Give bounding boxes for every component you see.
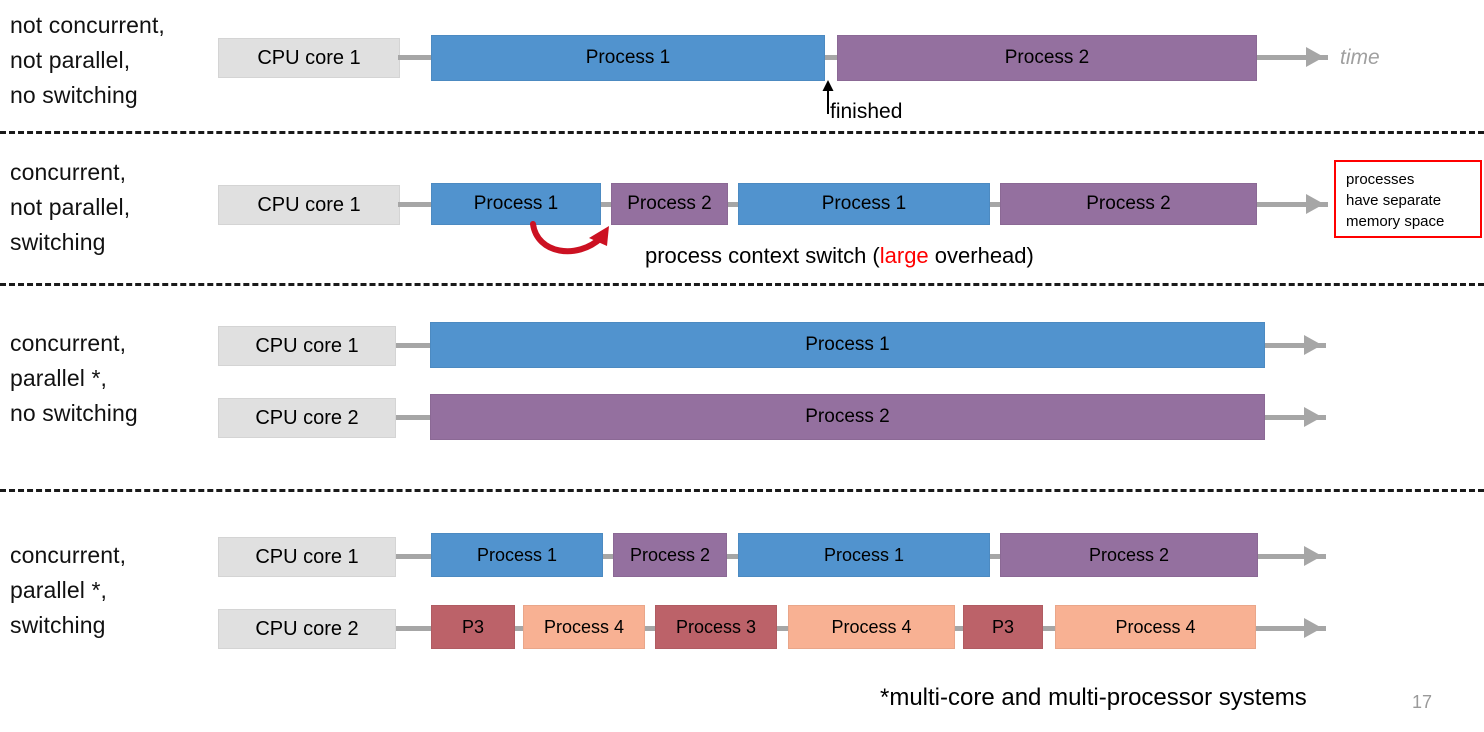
cpu-core-label: CPU core 1 — [255, 545, 359, 568]
process-block: Process 4 — [1055, 605, 1256, 649]
time-axis-label: time — [1340, 46, 1380, 69]
process-block: Process 1 — [431, 533, 603, 577]
process-block-label: Process 2 — [629, 544, 711, 565]
row-label-concurrent-parallel-no-switching: concurrent, parallel *, no switching — [10, 330, 138, 426]
process-block-label: Process 2 — [1086, 193, 1171, 214]
cpu-core-label: CPU core 1 — [257, 193, 361, 216]
process-block-label: Process 1 — [821, 193, 907, 214]
process-block: P3 — [431, 605, 515, 649]
process-block-label: Process 4 — [1115, 616, 1196, 637]
context-switch-suffix: overhead) — [928, 243, 1034, 268]
process-block: Process 2 — [611, 183, 728, 225]
row-label-not-concurrent: not concurrent, not parallel, no switchi… — [10, 12, 165, 108]
timeline-arrowhead-r4c2 — [1304, 618, 1322, 638]
process-block-label: Process 1 — [476, 544, 558, 565]
timeline-arrowhead-r3c1 — [1304, 335, 1322, 355]
process-block-label: Process 2 — [1088, 544, 1170, 565]
process-block-label: Process 1 — [473, 193, 559, 214]
process-block-label: Process 2 — [805, 406, 890, 427]
process-block-label: Process 4 — [543, 616, 625, 637]
process-block: Process 1 — [431, 183, 601, 225]
process-block: Process 4 — [788, 605, 955, 649]
timeline-arrowhead-r2 — [1306, 194, 1324, 214]
row-label-concurrent-parallel-switching: concurrent, parallel *, switching — [10, 542, 127, 638]
section-divider-1 — [0, 131, 1484, 134]
footnote-text: *multi-core and multi-processor systems — [880, 684, 1307, 711]
finished-arrow-icon — [822, 80, 834, 114]
timeline-arrowhead-r4c1 — [1304, 546, 1322, 566]
process-block: Process 2 — [1000, 533, 1258, 577]
timeline-arrowhead-r1 — [1306, 47, 1324, 67]
process-block: Process 1 — [431, 35, 825, 81]
context-switch-highlight: large — [879, 243, 929, 268]
process-block: P3 — [963, 605, 1043, 649]
process-block: Process 3 — [655, 605, 777, 649]
page-number: 17 — [1412, 692, 1433, 712]
process-block: Process 2 — [1000, 183, 1257, 225]
cpu-core-label: CPU core 1 — [255, 334, 359, 357]
cpu-core-box-r3c1: CPU core 1 — [218, 326, 396, 366]
process-block: Process 1 — [430, 322, 1265, 368]
process-block: Process 1 — [738, 533, 990, 577]
process-block-label: P3 — [991, 616, 1015, 637]
process-block: Process 2 — [613, 533, 727, 577]
context-switch-prefix: process context switch ( — [645, 243, 880, 268]
finished-label: finished — [830, 100, 903, 123]
process-block-label: Process 4 — [831, 616, 912, 637]
section-divider-3 — [0, 489, 1484, 492]
cpu-core-box-r4c1: CPU core 1 — [218, 537, 396, 577]
cpu-core-label: CPU core 2 — [255, 617, 359, 640]
cpu-core-box-r1c1: CPU core 1 — [218, 38, 400, 78]
process-block: Process 2 — [837, 35, 1257, 81]
process-block-label: Process 1 — [585, 47, 671, 68]
process-block: Process 2 — [430, 394, 1265, 440]
process-block-label: Process 1 — [805, 334, 890, 355]
cpu-core-box-r4c2: CPU core 2 — [218, 609, 396, 649]
process-block-label: Process 3 — [675, 616, 757, 637]
process-block-label: Process 2 — [1004, 47, 1090, 68]
timeline-arrowhead-r3c2 — [1304, 407, 1322, 427]
cpu-core-box-r3c2: CPU core 2 — [218, 398, 396, 438]
row-label-concurrent-not-parallel: concurrent, not parallel, switching — [10, 159, 131, 255]
section-divider-2 — [0, 283, 1484, 286]
cpu-core-box-r2c1: CPU core 1 — [218, 185, 400, 225]
process-block: Process 1 — [738, 183, 990, 225]
process-block: Process 4 — [523, 605, 645, 649]
context-switch-label: process context switch (large overhead) — [645, 243, 1034, 269]
cpu-core-label: CPU core 2 — [255, 406, 359, 429]
context-switch-arrow-icon — [530, 221, 609, 255]
memory-space-callout: processes have separate memory space — [1334, 160, 1482, 238]
cpu-core-label: CPU core 1 — [257, 46, 361, 69]
process-block-label: P3 — [461, 616, 485, 637]
process-block-label: Process 1 — [823, 544, 905, 565]
process-block-label: Process 2 — [627, 193, 712, 214]
